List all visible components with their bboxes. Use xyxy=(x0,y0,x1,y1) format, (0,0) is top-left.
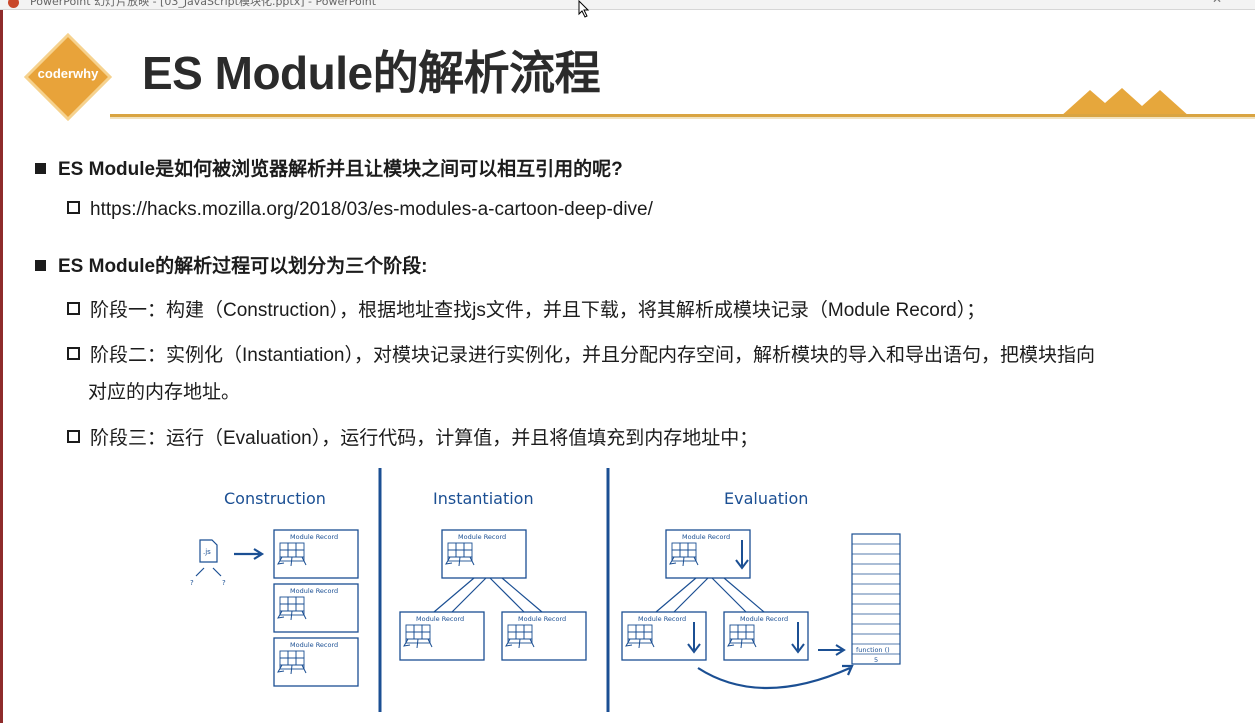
bullet-phase-1: 阶段一：构建（Construction），根据地址查找js文件，并且下载，将其解… xyxy=(67,295,985,322)
hollow-square-bullet-icon xyxy=(67,201,80,214)
bullet-text: 阶段三：运行（Evaluation），运行代码，计算值，并且将值填充到内存地址中… xyxy=(90,428,759,449)
svg-text:function (): function () xyxy=(856,646,890,654)
module-record xyxy=(441,529,527,579)
arrow-down-icon xyxy=(687,622,701,654)
js-file-icon: .js ? ? xyxy=(190,539,226,587)
svg-text:.js: .js xyxy=(203,548,211,556)
bullet-phase-2-continuation: 对应的内存地址。 xyxy=(88,382,241,403)
filled-square-bullet-icon xyxy=(35,163,46,174)
svg-text:?: ? xyxy=(222,579,226,587)
svg-text:?: ? xyxy=(190,579,194,587)
bullet-text: 阶段一：构建（Construction），根据地址查找js文件，并且下载，将其解… xyxy=(90,300,986,321)
page-title: ES Module的解析流程 xyxy=(142,47,601,99)
es-module-phases-diagram: Module Record Construction Instantiation… xyxy=(190,468,901,712)
arrow-down-icon xyxy=(735,540,749,570)
bullet-question: ES Module是如何被浏览器解析并且让模块之间可以相互引用的呢? xyxy=(35,154,623,181)
dependency-lines xyxy=(433,577,543,613)
bullet-phases-intro: ES Module的解析过程可以划分为三个阶段: xyxy=(35,251,427,278)
hollow-square-bullet-icon xyxy=(67,430,80,443)
curved-arrow-icon xyxy=(697,664,854,689)
svg-text:5: 5 xyxy=(874,656,878,664)
module-record xyxy=(273,583,359,633)
bullet-phase-2: 阶段二：实例化（Instantiation），对模块记录进行实例化，并且分配内存… xyxy=(67,340,1095,367)
powerpoint-app-icon xyxy=(8,0,19,8)
arrow-down-icon xyxy=(791,622,805,654)
slide-left-edge xyxy=(0,10,3,723)
bullet-link[interactable]: https://hacks.mozilla.org/2018/03/es-mod… xyxy=(67,199,653,221)
arrow-right-icon xyxy=(818,644,846,656)
memory-stack: function () 5 xyxy=(851,533,901,665)
title-underline-shadow xyxy=(110,117,1255,119)
mountains-decoration xyxy=(1060,88,1190,117)
close-window-icon[interactable]: ✕ xyxy=(1212,0,1222,6)
filled-square-bullet-icon xyxy=(35,260,46,271)
module-record xyxy=(399,611,485,661)
phase-title-construction: Construction xyxy=(224,489,326,508)
module-record xyxy=(665,529,751,579)
module-record xyxy=(501,611,587,661)
module-record xyxy=(273,637,359,687)
bullet-phase-3: 阶段三：运行（Evaluation），运行代码，计算值，并且将值填充到内存地址中… xyxy=(67,423,758,450)
hollow-square-bullet-icon xyxy=(67,302,80,315)
title-underline xyxy=(110,114,1255,117)
window-title: PowerPoint 幻灯片放映 - [03_JavaScript模块化.ppt… xyxy=(30,0,377,8)
phase-title-instantiation: Instantiation xyxy=(433,489,534,508)
module-record xyxy=(273,529,359,579)
arrow-right-icon xyxy=(234,548,265,560)
window-title-bar: PowerPoint 幻灯片放映 - [03_JavaScript模块化.ppt… xyxy=(0,0,1255,10)
logo-text: coderwhy xyxy=(37,66,99,81)
bullet-text: 阶段二：实例化（Instantiation），对模块记录进行实例化，并且分配内存… xyxy=(90,345,1095,366)
reference-link[interactable]: https://hacks.mozilla.org/2018/03/es-mod… xyxy=(90,199,653,220)
phase-title-evaluation: Evaluation xyxy=(724,489,808,508)
dependency-lines xyxy=(655,577,765,613)
bullet-text: ES Module是如何被浏览器解析并且让模块之间可以相互引用的呢? xyxy=(58,159,623,180)
bullet-text: ES Module的解析过程可以划分为三个阶段: xyxy=(58,256,428,277)
module-record xyxy=(723,611,809,661)
mouse-cursor-icon xyxy=(578,0,590,18)
coderwhy-logo xyxy=(24,33,112,121)
hollow-square-bullet-icon xyxy=(67,347,80,360)
